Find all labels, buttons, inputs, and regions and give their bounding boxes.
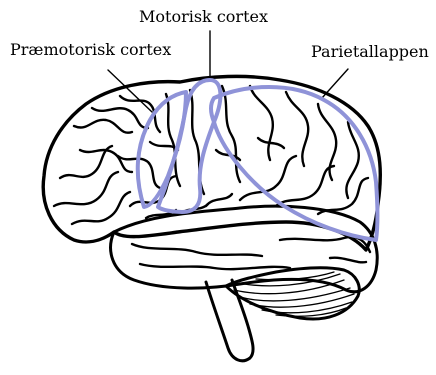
label-premotor-cortex: Præmotorisk cortex (10, 40, 171, 59)
label-motor-cortex: Motorisk cortex (139, 7, 268, 26)
premotor-cortex-outline (138, 92, 186, 207)
cerebellum (226, 268, 359, 319)
label-parietal-lobe: Parietallappen (311, 42, 429, 61)
